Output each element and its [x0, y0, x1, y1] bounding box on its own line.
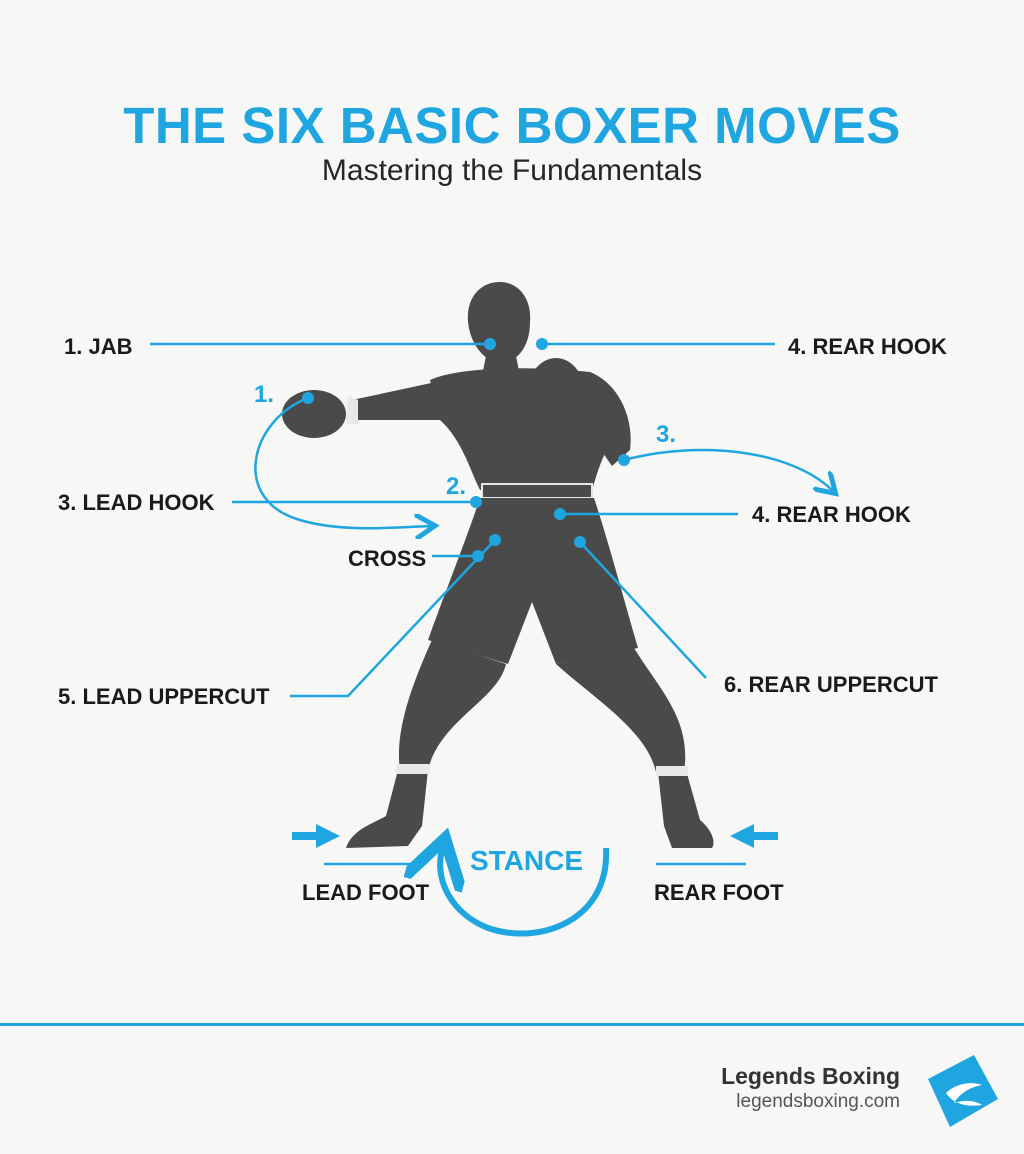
stance-arrow: [440, 848, 610, 937]
lead-foot-arrow-icon: [292, 824, 340, 848]
brand-logo-icon: [928, 1055, 998, 1127]
callout-dots: [302, 338, 630, 562]
label-rear-uppercut: 6. REAR UPPERCUT: [724, 672, 938, 697]
label-lead-foot: LEAD FOOT: [302, 880, 430, 905]
boxer-diagram: 1. JAB 4. REAR HOOK 3. LEAD HOOK 4. REAR…: [58, 282, 947, 937]
label-cross: CROSS: [348, 546, 426, 571]
marker-3: 3.: [656, 421, 676, 448]
brand-name: Legends Boxing: [721, 1063, 900, 1089]
footer-divider: [0, 1023, 1024, 1026]
rear-hook-arrow: [623, 448, 832, 490]
label-rear-hook-mid: 4. REAR HOOK: [752, 502, 911, 527]
label-rear-foot: REAR FOOT: [654, 880, 784, 905]
brand-url[interactable]: legendsboxing.com: [736, 1091, 900, 1112]
foot-arrows: [292, 824, 778, 848]
lead-hook-arrow: [254, 396, 430, 528]
motion-arrows: [254, 396, 832, 937]
marker-1: 1.: [254, 381, 274, 408]
rear-foot-arrow-icon: [730, 824, 778, 848]
label-lead-hook: 3. LEAD HOOK: [58, 490, 215, 515]
label-rear-hook-top: 4. REAR HOOK: [788, 334, 947, 359]
callout-lines: [150, 342, 775, 866]
boxer-silhouette: [282, 282, 714, 848]
label-lead-uppercut: 5. LEAD UPPERCUT: [58, 684, 270, 709]
label-stance: STANCE: [470, 845, 583, 876]
marker-2: 2.: [446, 473, 466, 500]
label-jab: 1. JAB: [64, 334, 132, 359]
page-title: THE SIX BASIC BOXER MOVES: [123, 97, 901, 154]
page-subtitle: Mastering the Fundamentals: [321, 154, 703, 187]
